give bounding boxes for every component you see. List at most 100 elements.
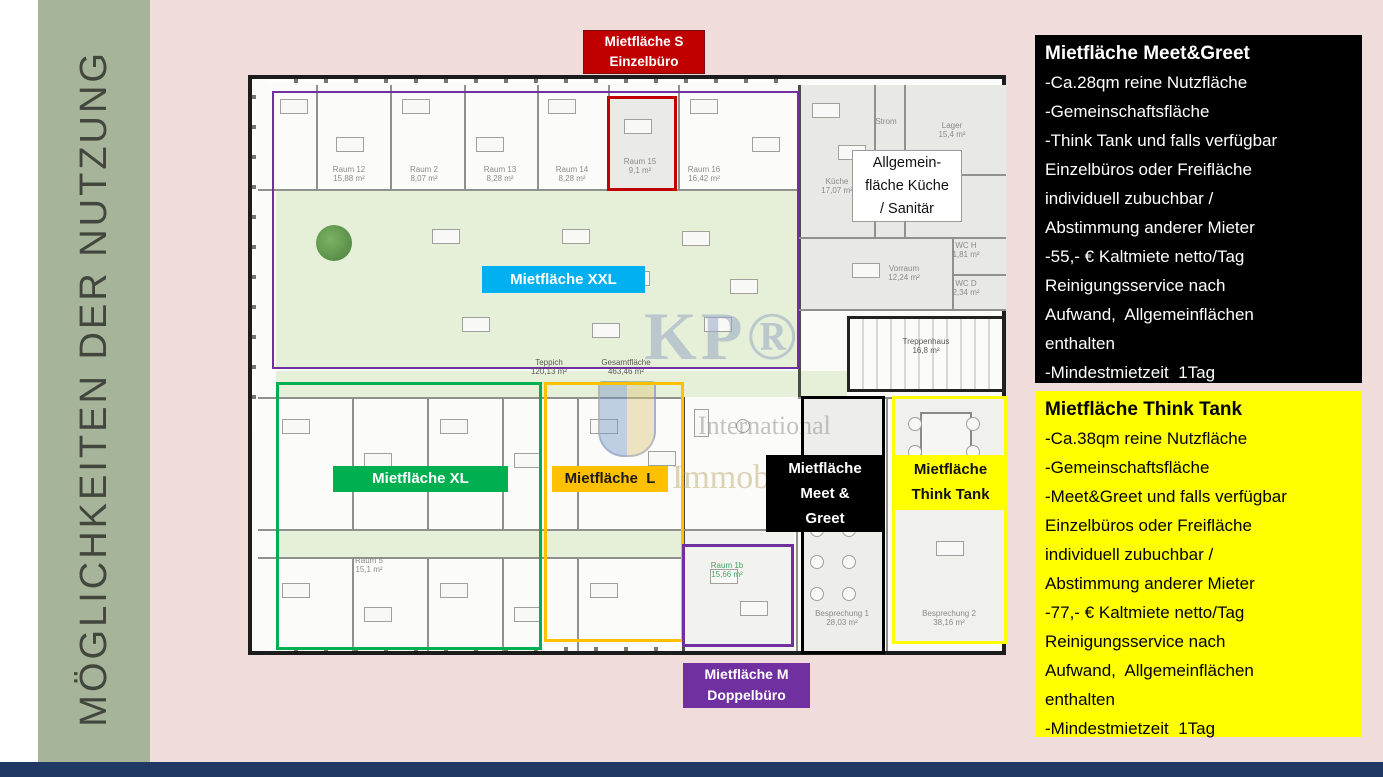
room-area: 8,28 m² — [558, 174, 586, 183]
info-box-meet-greet: Mietfläche Meet&Greet -Ca.28qm reine Nut… — [1035, 35, 1362, 383]
desk-symbol — [364, 607, 392, 622]
room-name: Raum 2 — [409, 165, 438, 174]
room-label: Besprechung 2 38,16 m² — [914, 609, 984, 627]
room-area: 463,46 m² — [607, 367, 645, 376]
wall — [316, 85, 318, 189]
label-mietflaeche-xl: Mietfläche XL — [333, 466, 508, 492]
desk-symbol — [682, 231, 710, 246]
room-name: Strom — [875, 117, 897, 126]
room-name: WC H — [955, 241, 977, 250]
room-area: 9,1 m² — [628, 166, 652, 175]
outline-s — [607, 96, 677, 191]
room-name: Besprechung 1 — [815, 609, 869, 618]
wall — [258, 189, 798, 191]
room-area: 38,16 m² — [933, 618, 965, 627]
room-name: Raum 15 — [623, 157, 657, 166]
room-label: Gesamtfläche 463,46 m² — [591, 358, 661, 376]
room-area: 15,88 m² — [333, 174, 365, 183]
label-mietflaeche-meet-greet: Mietfläche Meet & Greet — [766, 455, 884, 532]
room-label: Treppenhaus 16,8 m² — [891, 337, 961, 355]
desk-symbol — [690, 99, 718, 114]
desk-symbol — [280, 99, 308, 114]
desk-symbol — [740, 601, 768, 616]
wall — [537, 85, 539, 189]
desk-symbol — [590, 583, 618, 598]
info-box-title: Mietfläche Think Tank — [1045, 399, 1243, 420]
wall — [390, 85, 392, 189]
desk-symbol — [592, 323, 620, 338]
desk-symbol — [282, 419, 310, 434]
chair-symbol — [842, 555, 856, 569]
wall — [502, 397, 504, 529]
desk-symbol — [548, 99, 576, 114]
wall — [352, 397, 354, 529]
chair-symbol — [908, 417, 922, 431]
wall — [798, 237, 1006, 239]
chair-symbol — [842, 587, 856, 601]
info-box-body: -Ca.28qm reine Nutzfläche -Gemeinschafts… — [1045, 73, 1278, 382]
label-mietflaeche-s: Mietfläche S Einzelbüro — [583, 30, 705, 74]
wall — [464, 85, 466, 189]
desk-symbol — [752, 137, 780, 152]
room-label: Lager 15,4 m² — [917, 121, 987, 139]
room-name: Raum 14 — [555, 165, 589, 174]
label-mietflaeche-m: Mietfläche M Doppelbüro — [683, 663, 810, 708]
wall — [798, 85, 801, 397]
chair-symbol — [810, 555, 824, 569]
room-label: Raum 2 8,07 m² — [389, 165, 459, 183]
desk-symbol — [852, 263, 880, 278]
room-label: Küche 17,07 m² — [802, 177, 872, 195]
wall — [427, 397, 429, 529]
room-area: 12,24 m² — [888, 273, 920, 282]
watermark-brand: KP® — [644, 298, 802, 374]
wall — [678, 85, 680, 189]
left-margin — [0, 0, 38, 777]
room-label: Besprechung 1 28,03 m² — [807, 609, 877, 627]
room-name: Teppich — [535, 358, 563, 367]
room-area: 15,1 m² — [355, 565, 383, 574]
room-label: Raum 15 9,1 m² — [605, 157, 675, 175]
info-box-think-tank: Mietfläche Think Tank -Ca.38qm reine Nut… — [1035, 391, 1362, 738]
room-area: 8,28 m² — [486, 174, 514, 183]
chair-symbol — [810, 587, 824, 601]
room-name: Treppenhaus — [902, 337, 950, 346]
wall — [798, 309, 1006, 311]
room-name: Raum 1b — [710, 561, 744, 570]
label-allgemeinflaeche: Allgemein- fläche Küche / Sanitär — [852, 150, 962, 222]
room-name: Raum 5 — [354, 556, 383, 565]
wall — [258, 529, 684, 531]
outline-xl — [276, 382, 542, 650]
desk-symbol — [476, 137, 504, 152]
room-label: Raum 13 8,28 m² — [465, 165, 535, 183]
wall — [258, 397, 684, 399]
page-title: MÖGLICHKEITEN DER NUTZUNG — [72, 50, 115, 727]
room-label: Raum 5 15,1 m² — [334, 556, 404, 574]
desk-symbol — [704, 317, 732, 332]
room-name: Küche — [825, 177, 849, 186]
room-name: Gesamtfläche — [601, 358, 651, 367]
desk-symbol — [648, 451, 676, 466]
wall — [886, 397, 888, 651]
room-area: 2,34 m² — [952, 288, 980, 297]
room-area: 16,42 m² — [688, 174, 720, 183]
desk-symbol — [694, 409, 709, 437]
desk-symbol — [432, 229, 460, 244]
info-box-title: Mietfläche Meet&Greet — [1045, 43, 1250, 64]
desk-symbol — [402, 99, 430, 114]
outline-l — [544, 382, 684, 642]
desk-symbol — [624, 119, 652, 134]
room-area: 8,07 m² — [410, 174, 438, 183]
wall — [258, 557, 684, 559]
outline-xxl — [272, 91, 799, 369]
desk-symbol — [440, 419, 468, 434]
label-mietflaeche-l: Mietfläche L — [552, 466, 668, 492]
room-label: Raum 14 8,28 m² — [537, 165, 607, 183]
desk-symbol — [730, 279, 758, 294]
window-strip — [268, 79, 784, 83]
desk-symbol — [936, 541, 964, 556]
wall — [682, 529, 798, 531]
outline-think-tank — [892, 396, 1007, 644]
desk-symbol — [440, 583, 468, 598]
outline-m — [682, 544, 794, 647]
